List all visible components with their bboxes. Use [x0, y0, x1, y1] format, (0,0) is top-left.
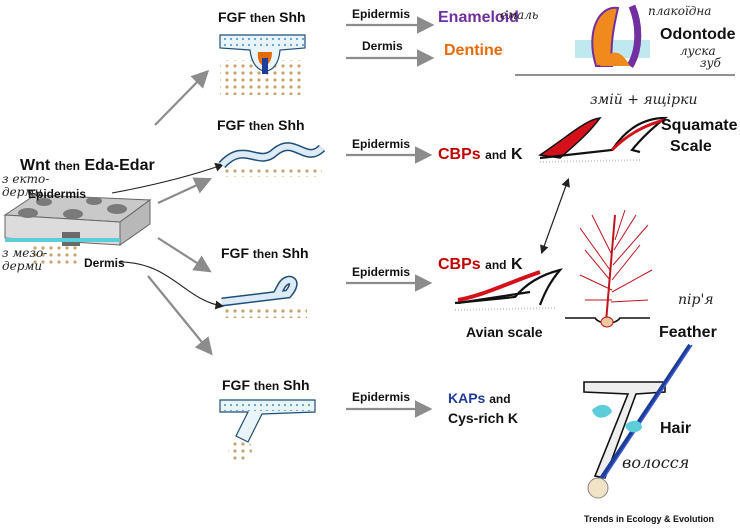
row1-tissue	[219, 34, 306, 95]
row2-tissue	[218, 142, 326, 177]
odontode-label: Odontode	[660, 26, 736, 43]
hand-note-plakoidna: плакоїдна	[648, 4, 712, 18]
row4-product-label: KAPs and	[448, 390, 511, 406]
row2-product-label: CBPs and K	[438, 146, 523, 163]
avian-scale-label: Avian scale	[466, 324, 543, 340]
row4-fgf-shh-label: FGF then Shh	[222, 377, 310, 393]
epidermis-source-label: Epidermis	[28, 187, 87, 201]
hand-arrows	[111, 163, 570, 310]
enameloid-label: Enameloid	[438, 9, 519, 26]
feather-label: Feather	[659, 324, 717, 341]
row3-epidermis-label: Epidermis	[352, 265, 411, 279]
row1-dermis-label: Dermis	[362, 39, 403, 53]
arrow-to-row4	[147, 275, 213, 356]
feather-illustration	[565, 209, 653, 328]
handwritten-ecto-note: з екто-дерми	[2, 172, 50, 199]
row4-tissue	[219, 399, 316, 462]
row4-epidermis-label: Epidermis	[352, 390, 411, 404]
source-arrows	[147, 69, 213, 356]
hand-note-zub: зуб	[700, 56, 721, 70]
avian-scale-illustration	[454, 268, 564, 311]
row2-fgf-shh-label: FGF then Shh	[217, 117, 305, 133]
squamate-label: Squamate	[661, 117, 738, 134]
handwritten-meso-note: з мезо-дерми	[2, 246, 48, 273]
row-arrows	[346, 16, 435, 418]
row3-fgf-shh-label: FGF then Shh	[221, 245, 309, 261]
arrow-to-row2	[157, 177, 212, 204]
arrow-to-row3	[157, 237, 212, 273]
journal-credit: Trends in Ecology & Evolution	[584, 514, 715, 524]
row3-tissue	[221, 275, 307, 318]
hand-note-emal: емаль	[500, 8, 539, 22]
hand-note-hair: волосся	[622, 453, 690, 472]
hair-label: Hair	[660, 420, 692, 437]
row3-product-label: CBPs and K	[438, 256, 523, 273]
wnt-eda-label: Wnt then Eda-Edar	[20, 157, 155, 174]
row1-epidermis-label: Epidermis	[352, 7, 411, 21]
hand-note-snakes-lizards: змій + ящірки	[590, 92, 698, 108]
dentine-label: Dentine	[444, 42, 503, 59]
dermis-source-label: Dermis	[84, 256, 125, 270]
source-skin-block	[3, 194, 152, 264]
hand-note-feathers: пір'я	[678, 292, 714, 308]
hand-note-luska: луска	[680, 44, 716, 58]
row2-epidermis-label: Epidermis	[352, 137, 411, 151]
row4-product-b-label: Cys-rich K	[448, 410, 519, 426]
arrow-to-row1	[154, 69, 210, 126]
row1-fgf-shh-label: FGF then Shh	[218, 9, 306, 25]
squamate-scale-illustration	[537, 116, 669, 163]
odontode-illustration	[515, 4, 735, 76]
scale-label: Scale	[670, 138, 712, 155]
hair-illustration	[583, 343, 693, 499]
